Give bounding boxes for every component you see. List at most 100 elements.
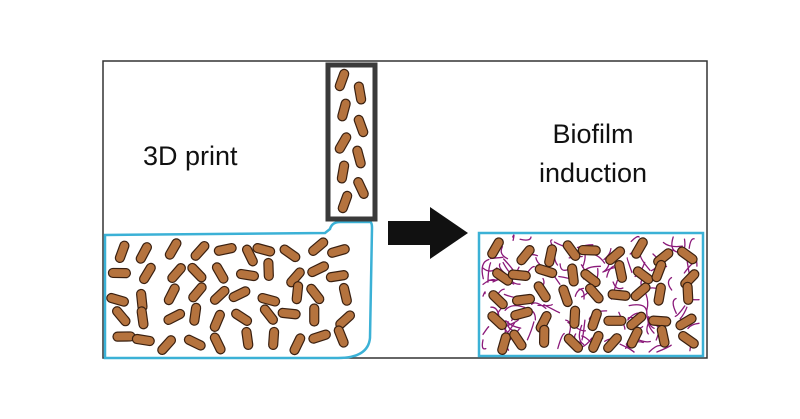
bacterium: [558, 284, 573, 308]
matrix-fiber: [574, 287, 585, 297]
matrix-fiber: [688, 238, 695, 249]
matrix-fiber: [581, 254, 586, 268]
matrix-fiber: [578, 288, 585, 300]
bacterium: [569, 305, 581, 329]
bacterium: [338, 282, 352, 306]
bacterium: [534, 264, 558, 279]
bacterium: [257, 292, 281, 307]
matrix-fiber: [687, 322, 700, 330]
bacterium: [487, 311, 508, 331]
bacterium: [352, 145, 366, 169]
bacterium: [487, 237, 504, 259]
bacterium: [631, 237, 648, 259]
matrix-fiber: [581, 319, 586, 341]
bacterium: [252, 243, 276, 257]
bacterium: [167, 263, 186, 284]
bacterium: [535, 310, 552, 333]
matrix-fiber: [482, 291, 486, 297]
matrix-fiber: [612, 281, 624, 290]
bacterium: [563, 333, 584, 353]
bacterium: [353, 81, 367, 105]
bacterium: [675, 313, 697, 331]
bacterium: [334, 132, 352, 154]
bacterium: [325, 270, 349, 283]
bacterium: [651, 259, 667, 283]
bacterium: [607, 289, 631, 301]
bacterium: [327, 244, 350, 258]
process-arrow: [388, 207, 468, 259]
bacterium: [511, 293, 536, 306]
bacterium: [163, 283, 180, 306]
bacterium: [337, 190, 353, 214]
bacterium: [488, 290, 508, 310]
print-bacteria-group: [106, 237, 356, 356]
bacterium: [533, 281, 551, 303]
label-3d-print: 3D print: [143, 141, 238, 171]
bacterium: [308, 329, 331, 344]
bacterium: [516, 245, 535, 266]
label-biofilm: Biofilm: [552, 119, 633, 149]
matrix-fiber: [530, 302, 547, 310]
bacterium: [584, 283, 604, 304]
bacterium: [567, 263, 579, 287]
bacterium: [241, 326, 254, 350]
bacterium: [538, 324, 550, 348]
nozzle-bacteria-group: [334, 68, 369, 214]
matrix-fiber: [500, 246, 509, 260]
bacterium: [307, 261, 330, 278]
matrix-fiber: [645, 293, 649, 311]
bacterium: [190, 240, 210, 261]
bacterium: [682, 281, 694, 305]
bacterium: [277, 307, 301, 320]
bacterium: [588, 330, 604, 353]
bacterium: [630, 282, 651, 302]
bacterium: [286, 267, 305, 288]
bacterium: [648, 315, 672, 327]
matrix-fiber: [507, 322, 515, 333]
bacterium: [337, 98, 351, 122]
bacterium: [189, 302, 202, 326]
bacterium: [279, 244, 301, 263]
bacterium: [188, 282, 207, 303]
matrix-fiber: [656, 344, 672, 353]
bacterium: [228, 286, 251, 303]
bacterium: [209, 332, 226, 355]
label-induction: induction: [539, 158, 647, 188]
matrix-fiber: [578, 324, 585, 346]
bacterium: [632, 266, 654, 285]
matrix-fiber: [557, 332, 565, 350]
bacterium: [131, 333, 155, 347]
bacterium: [135, 242, 152, 264]
bacterium: [235, 268, 259, 282]
bacterium: [614, 259, 628, 283]
bacterium: [509, 329, 527, 351]
bacterium: [626, 326, 643, 349]
bacterium: [213, 242, 237, 256]
bacterium: [334, 68, 350, 92]
matrix-fiber: [512, 234, 515, 242]
bacterium: [259, 304, 279, 325]
bacterium: [507, 269, 531, 281]
bacterium: [136, 306, 149, 330]
matrix-fiber: [628, 304, 648, 312]
bacterium: [678, 330, 699, 349]
matrix-fiber: [537, 303, 553, 307]
matrix-fiber: [626, 257, 633, 274]
matrix-fiber: [647, 315, 655, 334]
bacterium: [138, 262, 156, 285]
matrix-fiber: [519, 236, 532, 241]
bacterium: [603, 315, 627, 326]
bacterium: [187, 262, 207, 283]
matrix-fiber: [505, 319, 519, 327]
biofilm-container: [477, 231, 705, 358]
bacterium: [209, 285, 230, 305]
print-container: [103, 220, 374, 360]
bacterium: [656, 324, 670, 348]
matrix-fiber: [504, 304, 526, 311]
bacterium: [231, 308, 253, 326]
matrix-fiber: [589, 253, 606, 264]
matrix-fiber: [679, 306, 688, 320]
bacterium: [163, 308, 186, 325]
